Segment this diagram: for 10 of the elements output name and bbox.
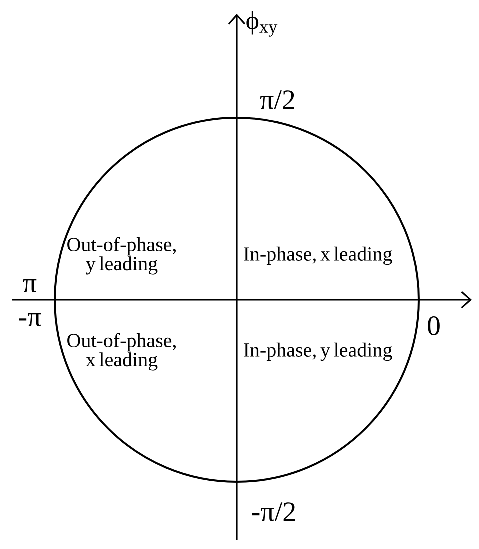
tick-label: -π bbox=[19, 313, 42, 327]
tick-label: π bbox=[23, 279, 37, 293]
quadrant-label: Out-of-phase, x leading bbox=[68, 333, 176, 371]
tick-label: π/2 bbox=[260, 90, 294, 110]
quadrant-label: Out-of-phase, y leading bbox=[68, 237, 176, 275]
tick-label: -π/2 bbox=[252, 502, 296, 522]
quadrant-label: In-phase, x leading bbox=[244, 246, 392, 266]
axis-label: ϕ$_{xy}$ bbox=[246, 11, 278, 37]
tick-label: 0 bbox=[428, 316, 440, 336]
quadrant-label: In-phase, y leading bbox=[244, 342, 392, 362]
